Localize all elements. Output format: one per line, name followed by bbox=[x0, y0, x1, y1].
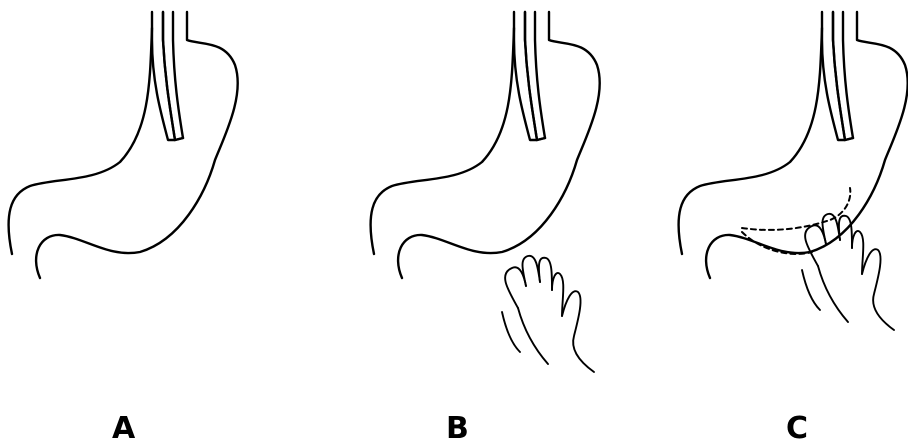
dashed-outline-c bbox=[742, 188, 850, 230]
hand-c bbox=[802, 214, 894, 330]
dashed-outline-c-lower bbox=[742, 232, 812, 254]
panel-label-c: C bbox=[786, 411, 808, 446]
panel-a bbox=[9, 12, 238, 278]
hand-b bbox=[502, 256, 594, 372]
panel-label-b: B bbox=[446, 411, 469, 446]
panel-label-a: A bbox=[112, 411, 136, 446]
stomach-outline-b bbox=[371, 12, 600, 278]
panel-c bbox=[679, 12, 908, 330]
stomach-outline-c bbox=[679, 12, 908, 278]
panel-b bbox=[371, 12, 600, 372]
stomach-outline-a bbox=[9, 12, 238, 278]
